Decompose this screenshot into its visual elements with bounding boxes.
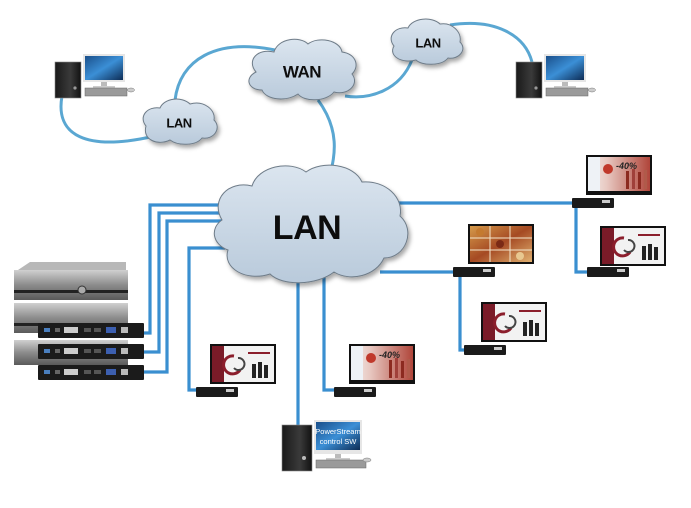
link-lan-left-to-wan: [173, 45, 276, 101]
link-display-food-to-lower: [458, 272, 468, 352]
media-player-display-mid: [334, 387, 376, 397]
cloud-wan: WAN: [248, 38, 357, 101]
media-player-display-right: [587, 267, 629, 277]
media-player-3: [38, 365, 144, 380]
promo-percent: -40%: [616, 161, 637, 171]
media-player-display-center-right: [464, 345, 506, 355]
display-food: [468, 224, 534, 264]
cloud-wan-label: WAN: [283, 62, 321, 81]
pc-tower: [54, 61, 82, 99]
pc-keyboard: [315, 459, 367, 469]
media-player-2: [38, 344, 144, 359]
media-player-display-left: [196, 387, 238, 397]
pc-top-right: [515, 54, 596, 99]
cloud-lan-right-label: LAN: [415, 35, 440, 50]
control-pc-screen-line1: PowerStream: [315, 427, 360, 436]
media-player-display-food: [453, 267, 495, 277]
display-promo-top-right: -40%: [586, 155, 652, 195]
promo-percent: -40%: [379, 350, 400, 360]
media-player-1: [38, 323, 144, 338]
link-lan-right-to-right-pc: [449, 21, 534, 63]
link-display-top-right-to-lower: [574, 203, 590, 274]
link-wan-to-lan-main: [316, 99, 336, 176]
pc-keyboard: [545, 87, 589, 97]
display-corporate-right: [600, 226, 666, 266]
control-pc: PowerStream control SW: [281, 420, 372, 472]
media-player-display-top-right: [572, 198, 614, 208]
link-display-left: [187, 246, 225, 392]
control-pc-screen-line2: control SW: [320, 437, 358, 446]
link-server-3: [140, 219, 222, 374]
pc-tower: [281, 424, 313, 472]
display-corporate-left: [210, 344, 276, 384]
display-corporate-center-right: [481, 302, 547, 342]
link-display-mid: [322, 275, 336, 392]
cloud-lan-right: LAN: [390, 18, 464, 65]
pc-tower: [515, 61, 543, 99]
link-server-1: [140, 203, 222, 335]
cloud-lan-main: LAN: [213, 164, 409, 284]
cloud-lan-main-label: LAN: [273, 209, 341, 247]
cloud-lan-left: LAN: [142, 98, 218, 145]
link-wan-to-lan-right: [344, 59, 414, 99]
pc-top-left: [54, 54, 135, 99]
wan-links: [59, 21, 534, 176]
pc-keyboard: [84, 87, 128, 97]
cloud-lan-left-label: LAN: [166, 115, 191, 130]
link-server-2: [140, 211, 222, 354]
display-promo-mid: -40%: [349, 344, 415, 384]
server-stack: [14, 262, 144, 380]
link-left-pc-to-lan-left: [59, 95, 156, 144]
